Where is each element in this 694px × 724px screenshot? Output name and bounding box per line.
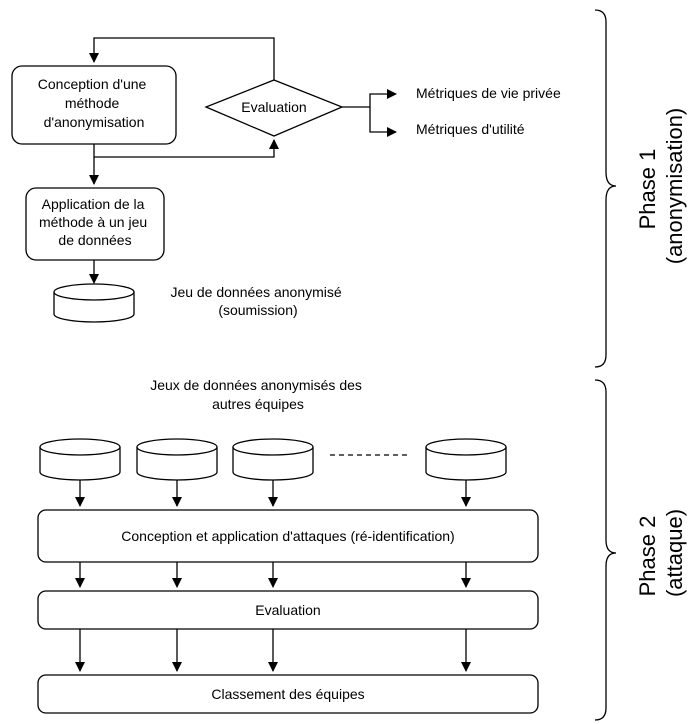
phase2-label: Phase 2 (attaque) (635, 509, 687, 597)
anonymized-dataset-icon (53, 283, 135, 323)
phase1-label-line-2: (anonymisation) (662, 108, 687, 265)
utility-metrics-label: Métriques d'utilité (416, 121, 525, 137)
phase2-evaluation-box (37, 590, 539, 630)
privacy-metrics-arrow (369, 89, 397, 107)
utility-metrics-arrow (369, 107, 397, 137)
other-teams-datasets-caption: Jeux de données anonymisés des autres éq… (150, 377, 366, 412)
apply-method-line-3: de données (58, 232, 131, 248)
privacy-metrics-label: Métriques de vie privée (416, 85, 561, 101)
apply-method-box (25, 187, 165, 261)
design-to-evaluation-arrow (93, 139, 279, 158)
design-method-line-3: d'anonymisation (44, 114, 145, 130)
apply-method-line-2: méthode à un jeu (39, 214, 147, 230)
team-dataset-icon (425, 438, 507, 481)
phase2-label-line-1: Phase 2 (635, 516, 660, 597)
phase2-evaluation-label: Evaluation (255, 602, 320, 618)
design-method-line-2: méthode (65, 95, 120, 111)
apply-method-line-1: Application de la (42, 196, 145, 212)
phase2-brace (594, 379, 617, 721)
feedback-arrow (89, 37, 275, 80)
team-dataset-icon (232, 438, 314, 481)
attack-design-label: Conception et application d'attaques (ré… (121, 528, 454, 544)
team-dataset-icon (136, 438, 218, 481)
evaluation-diamond (204, 79, 344, 137)
team-ranking-label: Classement des équipes (211, 686, 364, 702)
anonymized-dataset-line-2: (soumission) (218, 302, 297, 318)
design-method-line-1: Conception d'une (38, 76, 147, 92)
team-dataset-icon (39, 438, 121, 481)
other-teams-caption-line-1: Jeux de données anonymisés des (150, 377, 362, 393)
design-method-label: Conception d'une méthode d'anonymisation (38, 76, 150, 130)
phase1-label-line-1: Phase 1 (635, 149, 660, 230)
phase2-label-line-2: (attaque) (662, 509, 687, 597)
anonymized-dataset-label: Jeu de données anonymisé (soumission) (170, 284, 345, 318)
anonymized-dataset-line-1: Jeu de données anonymisé (170, 284, 341, 300)
other-teams-caption-line-2: autres équipes (212, 396, 304, 412)
apply-method-label: Application de la méthode à un jeu de do… (39, 196, 151, 248)
team-ranking-box (37, 674, 539, 714)
evaluation-label: Evaluation (241, 99, 306, 115)
phase1-label: Phase 1 (anonymisation) (635, 108, 687, 265)
phase1-brace (594, 9, 617, 368)
attack-design-box (37, 509, 539, 563)
